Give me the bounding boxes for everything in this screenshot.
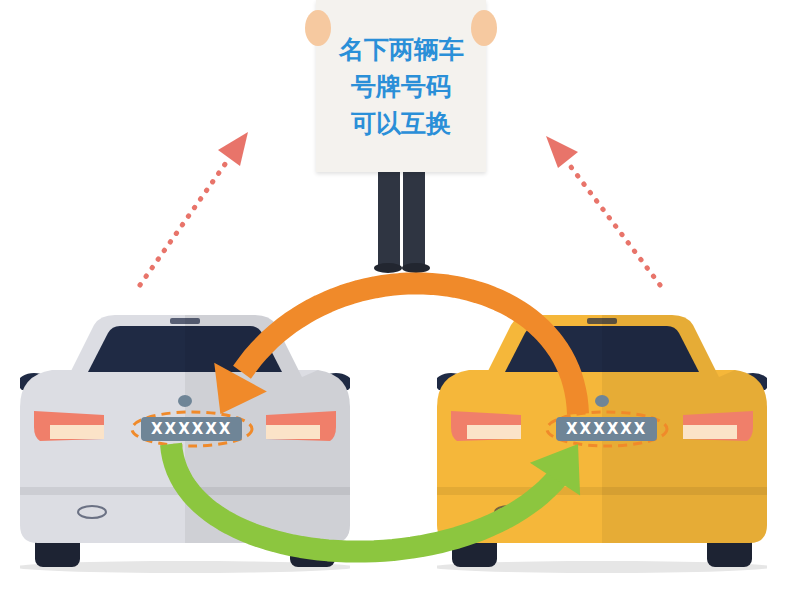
arrow-head bbox=[214, 363, 267, 414]
silver-car bbox=[15, 315, 355, 573]
orange-swap-arrow bbox=[214, 283, 578, 414]
hand bbox=[305, 10, 331, 46]
green-swap-arrow bbox=[171, 444, 580, 552]
plate-number: XXXXXX bbox=[151, 419, 232, 439]
license-plate: XXXXXX bbox=[556, 417, 657, 441]
sign-board: 名下两辆车 号牌号码 可以互换 bbox=[316, 0, 486, 172]
plate-highlight bbox=[132, 412, 252, 446]
hand bbox=[471, 10, 497, 46]
arrow-shaft bbox=[242, 283, 578, 414]
arrow-head bbox=[530, 444, 580, 496]
plate-highlight bbox=[547, 412, 667, 446]
person-legs bbox=[374, 170, 430, 273]
sign-text: 名下两辆车 号牌号码 可以互换 bbox=[334, 31, 469, 142]
plate-number: XXXXXX bbox=[566, 419, 647, 439]
arrow-shaft bbox=[171, 444, 558, 552]
license-plate: XXXXXX bbox=[141, 417, 242, 441]
